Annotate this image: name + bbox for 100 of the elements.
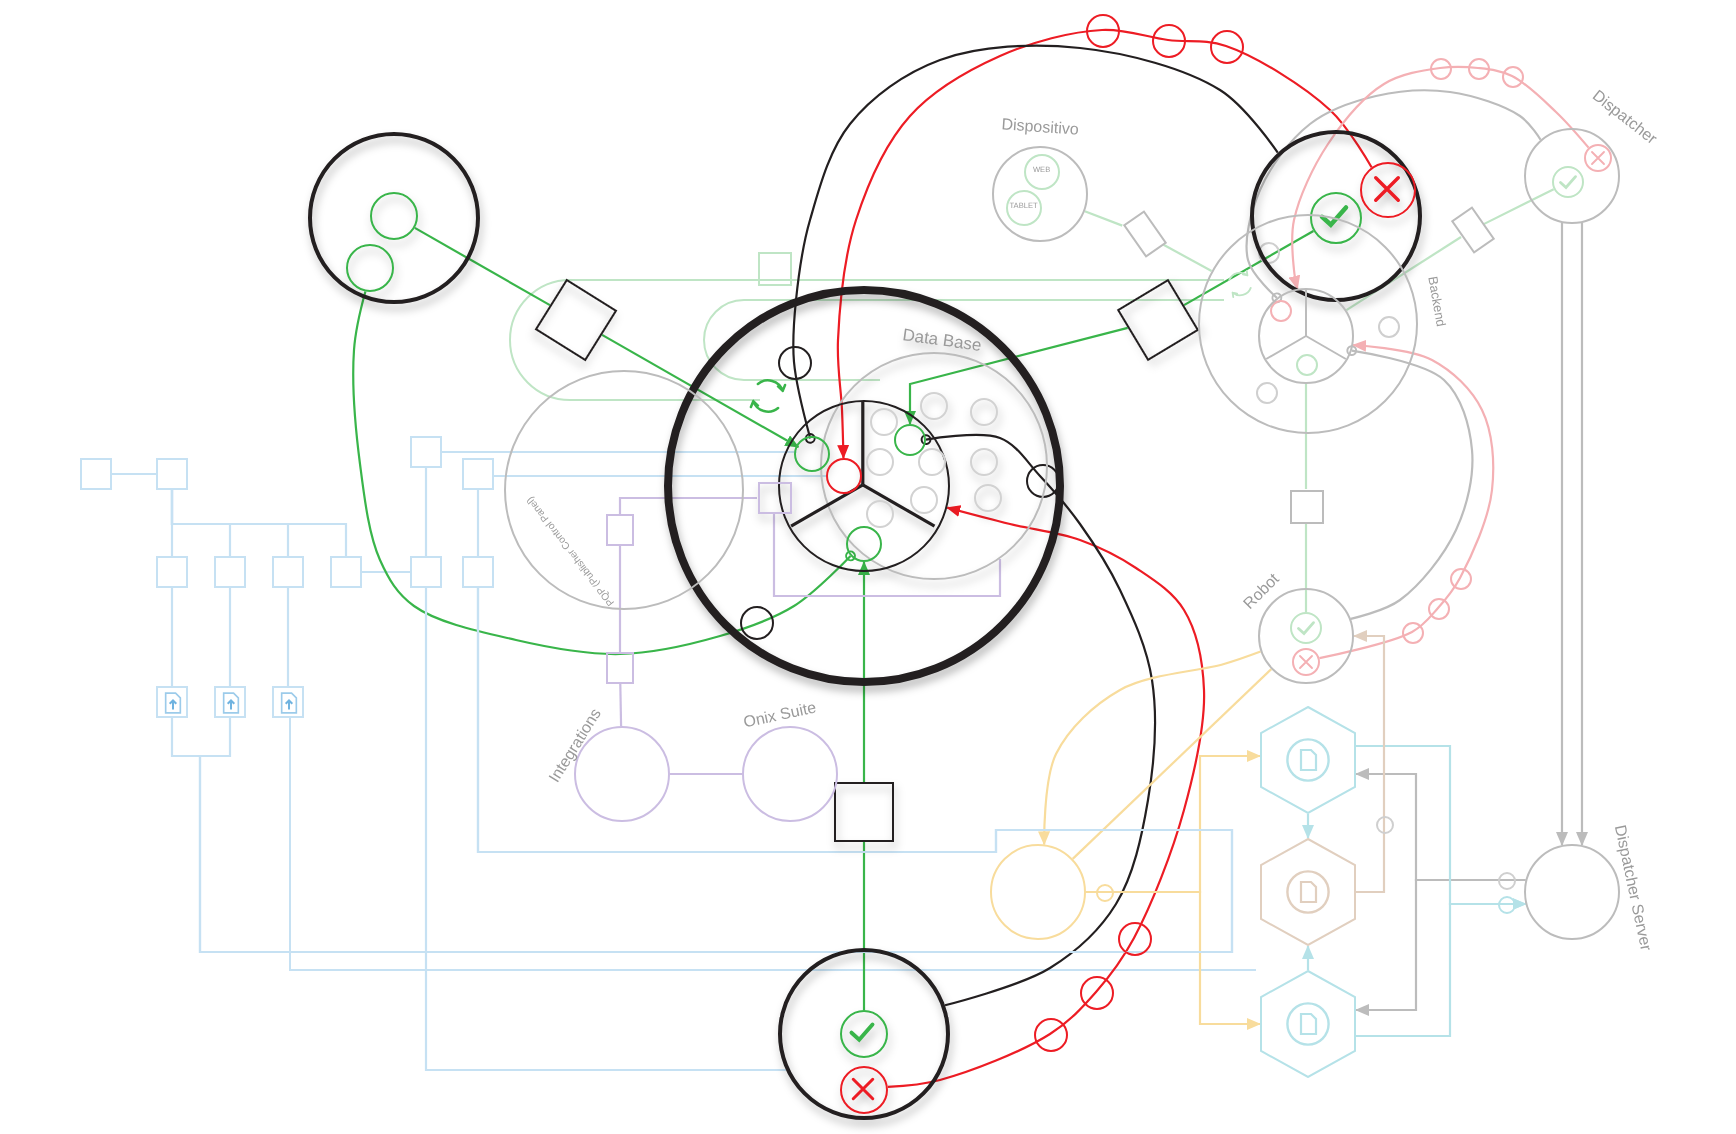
- connector-line: [112, 472, 156, 476]
- connector-line: [414, 226, 551, 307]
- process-box: [757, 482, 791, 514]
- channel-circle: [1023, 153, 1060, 190]
- arrow: [1353, 630, 1386, 894]
- connector-line: [1483, 188, 1555, 226]
- arrow: [1038, 650, 1261, 846]
- system-circle: [504, 370, 744, 610]
- data-circle: [870, 408, 898, 436]
- connector-line: [1071, 668, 1273, 860]
- connector-line: [792, 44, 1279, 444]
- arrow: [601, 333, 800, 449]
- junction-square: [534, 278, 618, 362]
- data-circle: [918, 448, 946, 476]
- arrow: [858, 561, 870, 782]
- process-box: [214, 556, 246, 588]
- status-circle: [1583, 143, 1612, 172]
- connector-line: [424, 468, 428, 556]
- arrow: [1356, 898, 1527, 1038]
- process-box: [1449, 206, 1495, 254]
- port-circle: [345, 243, 393, 291]
- connector-line: [494, 474, 826, 478]
- connector-line: [1346, 345, 1474, 620]
- data-circle: [866, 500, 894, 528]
- connector-line: [170, 588, 174, 686]
- hub-circle: [778, 948, 950, 1120]
- connector-line: [424, 588, 786, 1072]
- junction-square: [834, 782, 894, 842]
- hub-circle: [664, 286, 1064, 686]
- hub-circle: [1250, 130, 1422, 302]
- arrow: [1355, 878, 1526, 1016]
- process-box: [462, 458, 494, 490]
- port-circle: [826, 458, 862, 494]
- node-label: Dispatcher Server: [1610, 823, 1653, 952]
- connector-line: [476, 490, 480, 556]
- connector-line: [362, 570, 410, 574]
- hexagon-node: [1260, 838, 1356, 946]
- data-circle: [919, 391, 947, 419]
- channel-circle: [1005, 189, 1042, 226]
- process-box: [410, 556, 442, 588]
- connector-line: [352, 291, 856, 656]
- system-circle: [990, 844, 1086, 940]
- arrow: [1556, 222, 1568, 847]
- status-circle: [1289, 611, 1322, 644]
- connector-line: [442, 450, 797, 454]
- data-circle: [973, 483, 1001, 511]
- status-circle: [1291, 647, 1320, 676]
- connector-line: [228, 588, 232, 686]
- connector-line: [619, 684, 623, 727]
- status-circle: [839, 1009, 887, 1057]
- connector-line: [286, 588, 290, 686]
- connector-line: [170, 490, 348, 556]
- status-circle: [1359, 161, 1415, 217]
- process-box: [462, 556, 494, 588]
- connector-line: [1304, 523, 1308, 612]
- process-box: [80, 458, 112, 490]
- process-box: [606, 652, 634, 684]
- status-circle: [839, 1065, 887, 1113]
- port-circle: [369, 191, 417, 239]
- port-circle: [794, 436, 831, 473]
- connector-line: [1183, 229, 1314, 307]
- process-box: [1289, 489, 1323, 523]
- status-circle: [1551, 165, 1584, 198]
- node-label: Dispositivo: [1000, 116, 1079, 139]
- port-circle: [894, 424, 926, 456]
- connector-line: [670, 772, 742, 776]
- connector-line: [1084, 210, 1123, 227]
- process-box: [156, 458, 188, 490]
- connector-line: [1345, 236, 1462, 312]
- process-box: [1121, 210, 1167, 258]
- connector-line: [618, 546, 622, 652]
- data-circle: [866, 448, 894, 476]
- arrow: [1288, 65, 1590, 290]
- node-label: Data Base: [900, 325, 982, 353]
- process-box: [156, 556, 188, 588]
- connector-line: [862, 842, 866, 1010]
- arrow: [1576, 222, 1588, 847]
- connector-line: [1245, 89, 1542, 304]
- data-circle: [969, 397, 997, 425]
- arrow: [836, 28, 1373, 459]
- connector-line: [1163, 243, 1213, 273]
- process-box: [330, 556, 362, 588]
- status-circle: [1309, 191, 1361, 243]
- hexagon-node: [1260, 970, 1356, 1078]
- connector-line: [1304, 384, 1308, 489]
- connector-line: [920, 433, 1156, 1007]
- connector-line: [772, 514, 1002, 598]
- hub-circle: [308, 132, 480, 304]
- hexagon-node: [1260, 706, 1356, 814]
- process-box: [757, 251, 791, 285]
- arrow: [887, 505, 1206, 1088]
- arrow: [1302, 814, 1314, 839]
- connector-line: [618, 496, 757, 514]
- arrow: [1302, 945, 1314, 970]
- junction-square: [1116, 278, 1200, 362]
- process-box: [272, 556, 304, 588]
- port-circle: [846, 526, 882, 562]
- data-circle: [910, 486, 938, 514]
- arrow: [904, 326, 1128, 425]
- node-label: Onix Suite: [741, 700, 818, 732]
